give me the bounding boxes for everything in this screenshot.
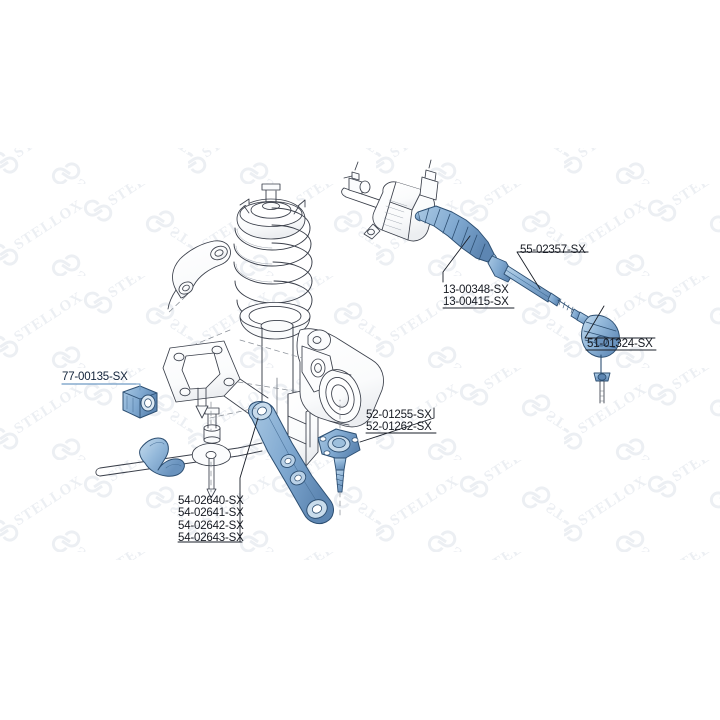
part-number-text: 13-00348-SX: [443, 284, 509, 296]
part-label-52-01255-sx[interactable]: 52-01255-SX 52-01262-SX: [366, 409, 432, 434]
part-number-text: 54-02641-SX: [178, 507, 244, 520]
part-number-text: 52-01255-SX: [366, 409, 432, 421]
part-number-text: 54-02643-SX: [178, 532, 244, 545]
part-number-text: 51-01324-SX: [587, 338, 653, 350]
part-label-55-02357-sx[interactable]: 55-02357-SX: [520, 244, 586, 257]
part-number-text: 55-02357-SX: [520, 244, 586, 256]
part-number-text: 13-00415-SX: [443, 296, 509, 309]
part-label-54-02640-sx[interactable]: 54-02640-SX 54-02641-SX 54-02642-SX 54-0…: [178, 495, 244, 545]
part-number-text: 54-02640-SX: [178, 495, 244, 507]
part-number-text: 77-00135-SX: [62, 371, 128, 383]
part-label-13-00348-sx[interactable]: 13-00348-SX 13-00415-SX: [443, 284, 509, 309]
part-label-77-00135-sx[interactable]: 77-00135-SX: [62, 371, 128, 384]
part-label-51-01324-sx[interactable]: 51-01324-SX: [587, 338, 653, 351]
part-number-text: 52-01262-SX: [366, 421, 432, 434]
part-number-text: 54-02642-SX: [178, 519, 244, 532]
